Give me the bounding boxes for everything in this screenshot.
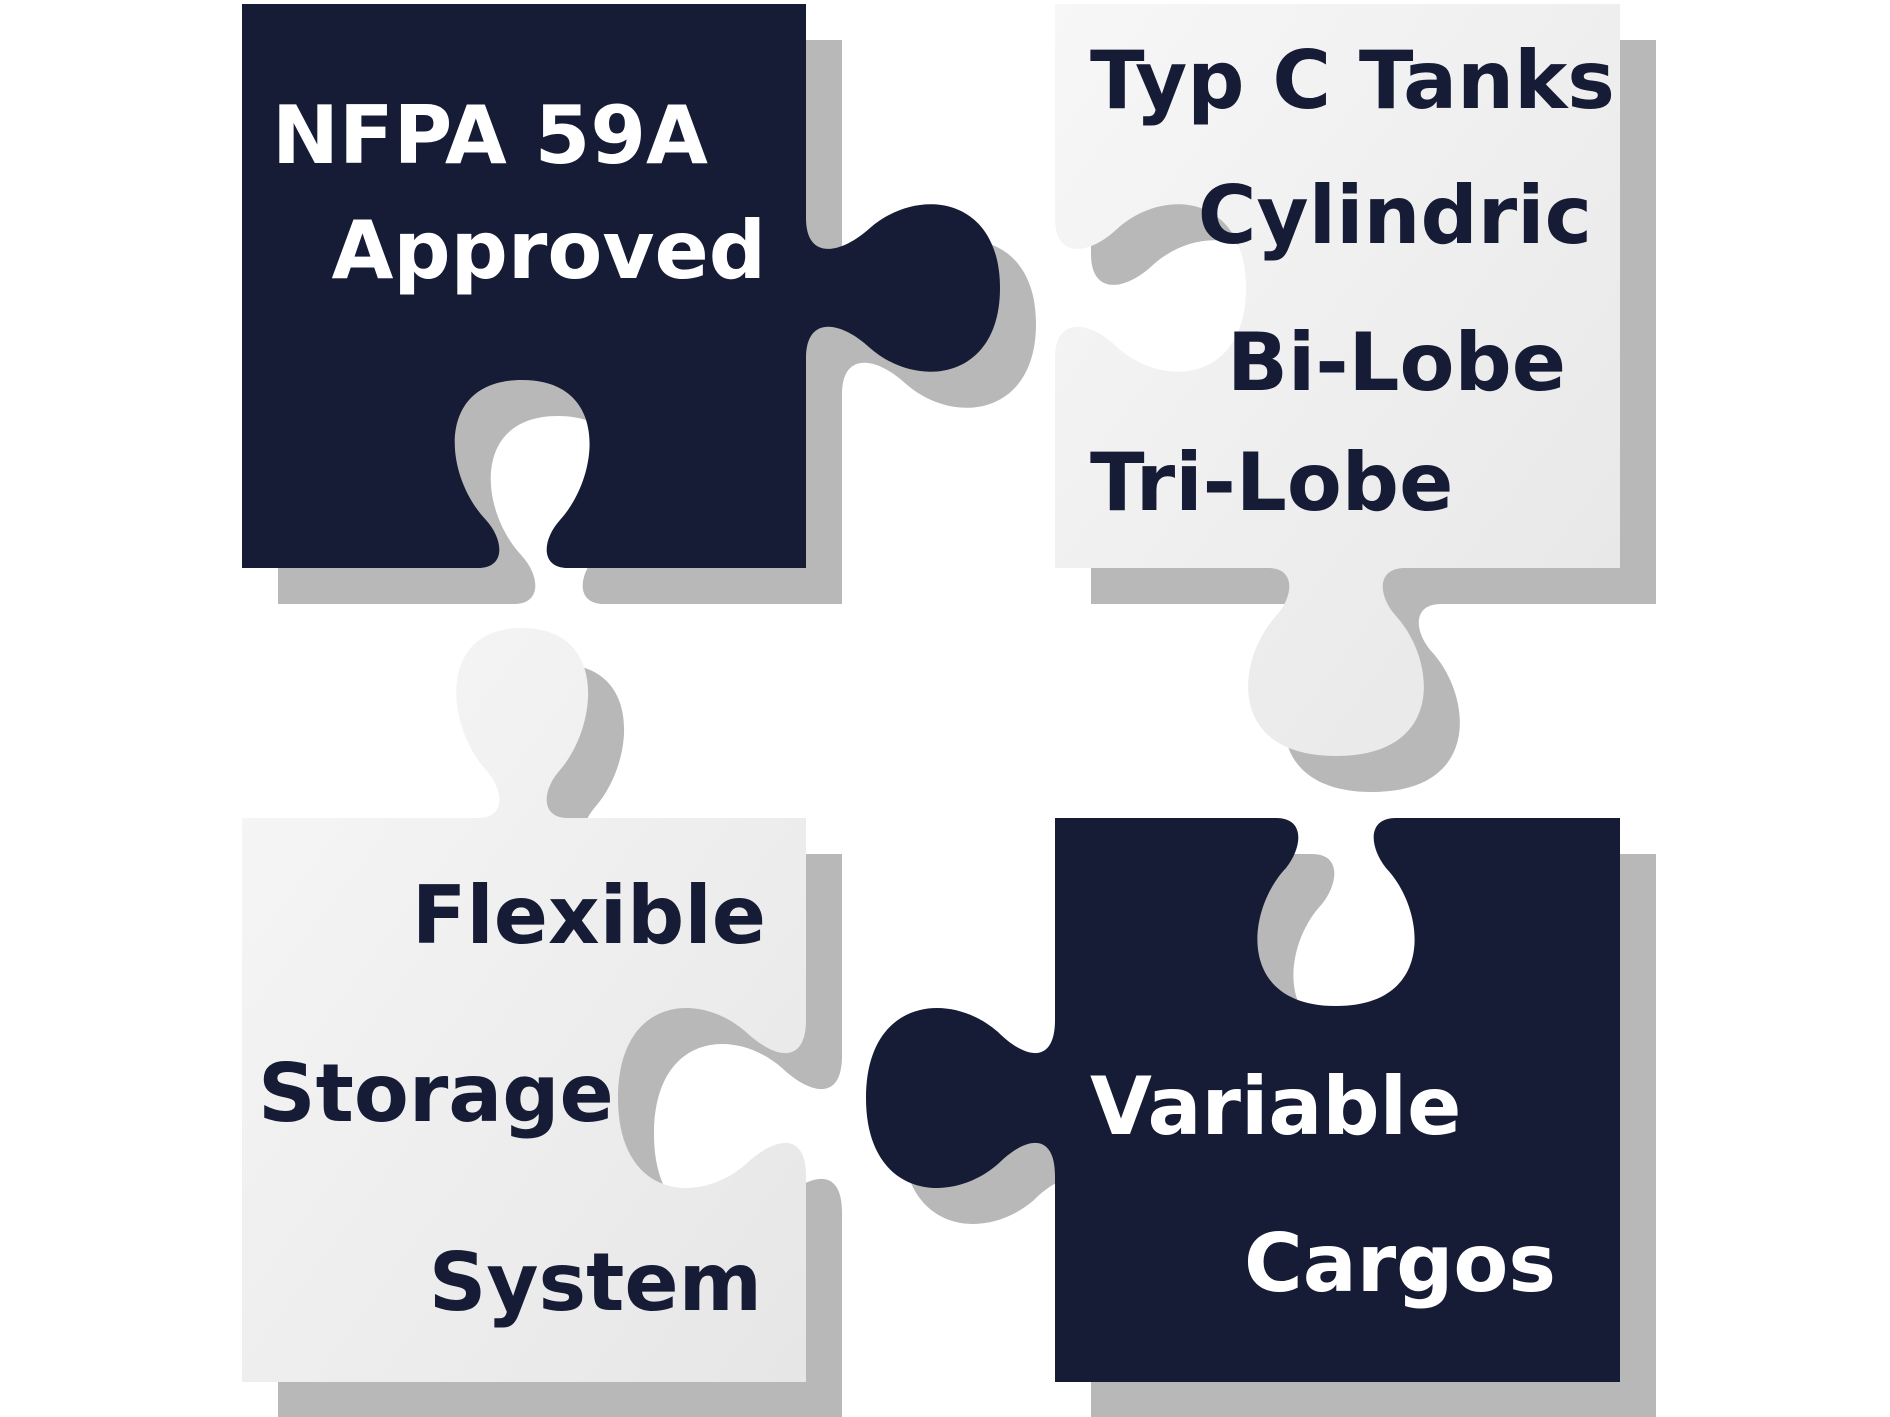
top-right-line-1: Typ C Tanks	[1090, 34, 1615, 127]
bottom-left-line-1: Flexible	[412, 869, 766, 962]
puzzle-piece-bottom-left-body	[242, 628, 806, 1382]
bottom-right-line-1: Variable	[1090, 1060, 1461, 1153]
bottom-left-line-3: System	[429, 1236, 762, 1329]
top-right-line-4: Tri-Lobe	[1090, 436, 1453, 529]
puzzle-piece-bottom-right-body	[866, 818, 1620, 1382]
puzzle-piece-bottom-left: Flexible Storage System	[242, 628, 842, 1417]
top-left-line-2: Approved	[331, 204, 766, 297]
puzzle-piece-top-left: NFPA 59A Approved	[242, 4, 1036, 604]
top-right-line-3: Bi-Lobe	[1227, 316, 1566, 409]
bottom-right-line-2: Cargos	[1244, 1217, 1556, 1310]
puzzle-piece-top-right: Typ C Tanks Cylindric Bi-Lobe Tri-Lobe	[1055, 4, 1656, 792]
puzzle-piece-bottom-right: Variable Cargos	[866, 818, 1656, 1417]
puzzle-piece-top-left-body	[242, 4, 1000, 568]
puzzle-piece-top-right-body	[1055, 4, 1620, 756]
top-left-line-1: NFPA 59A	[272, 89, 708, 182]
bottom-left-line-2: Storage	[258, 1047, 614, 1140]
top-right-line-2: Cylindric	[1198, 169, 1592, 262]
